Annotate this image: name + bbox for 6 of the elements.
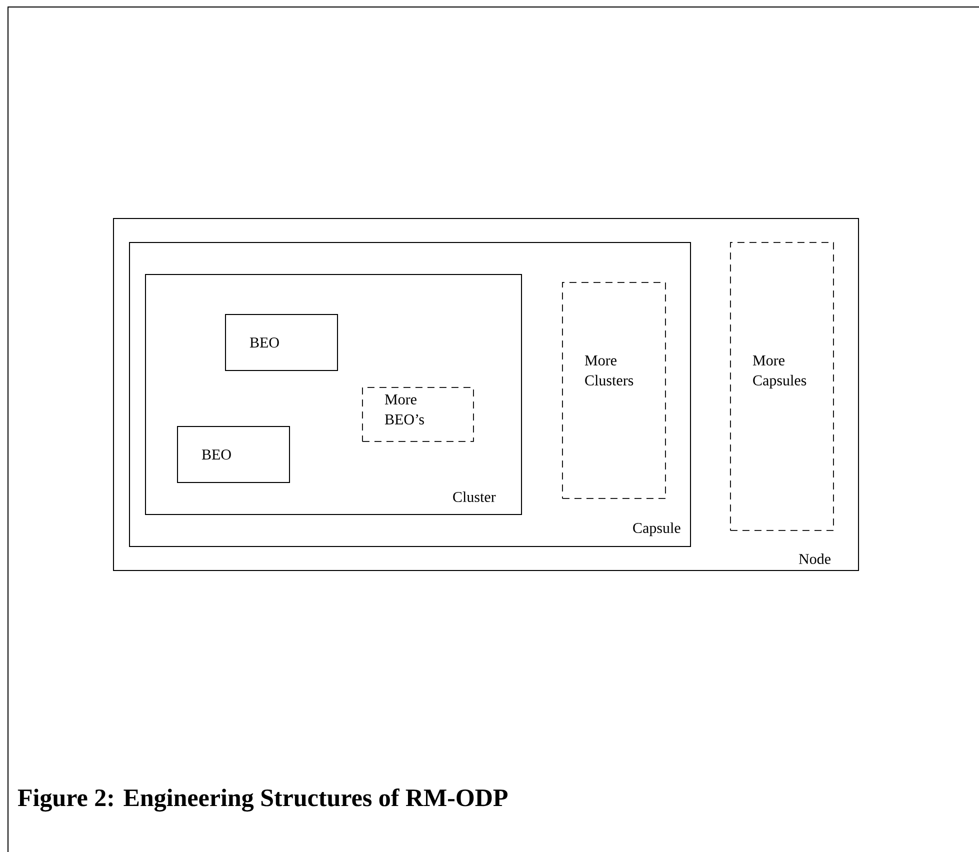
object-box: BEO xyxy=(177,426,290,483)
placeholder-box: More Capsules xyxy=(730,242,834,531)
placeholder-box: More BEO’s xyxy=(362,387,474,442)
placeholder-box: More Clusters xyxy=(562,282,666,499)
figure-caption: Figure 2: Engineering Structures of RM-ODP xyxy=(18,788,508,812)
object-box: BEO xyxy=(225,314,338,371)
